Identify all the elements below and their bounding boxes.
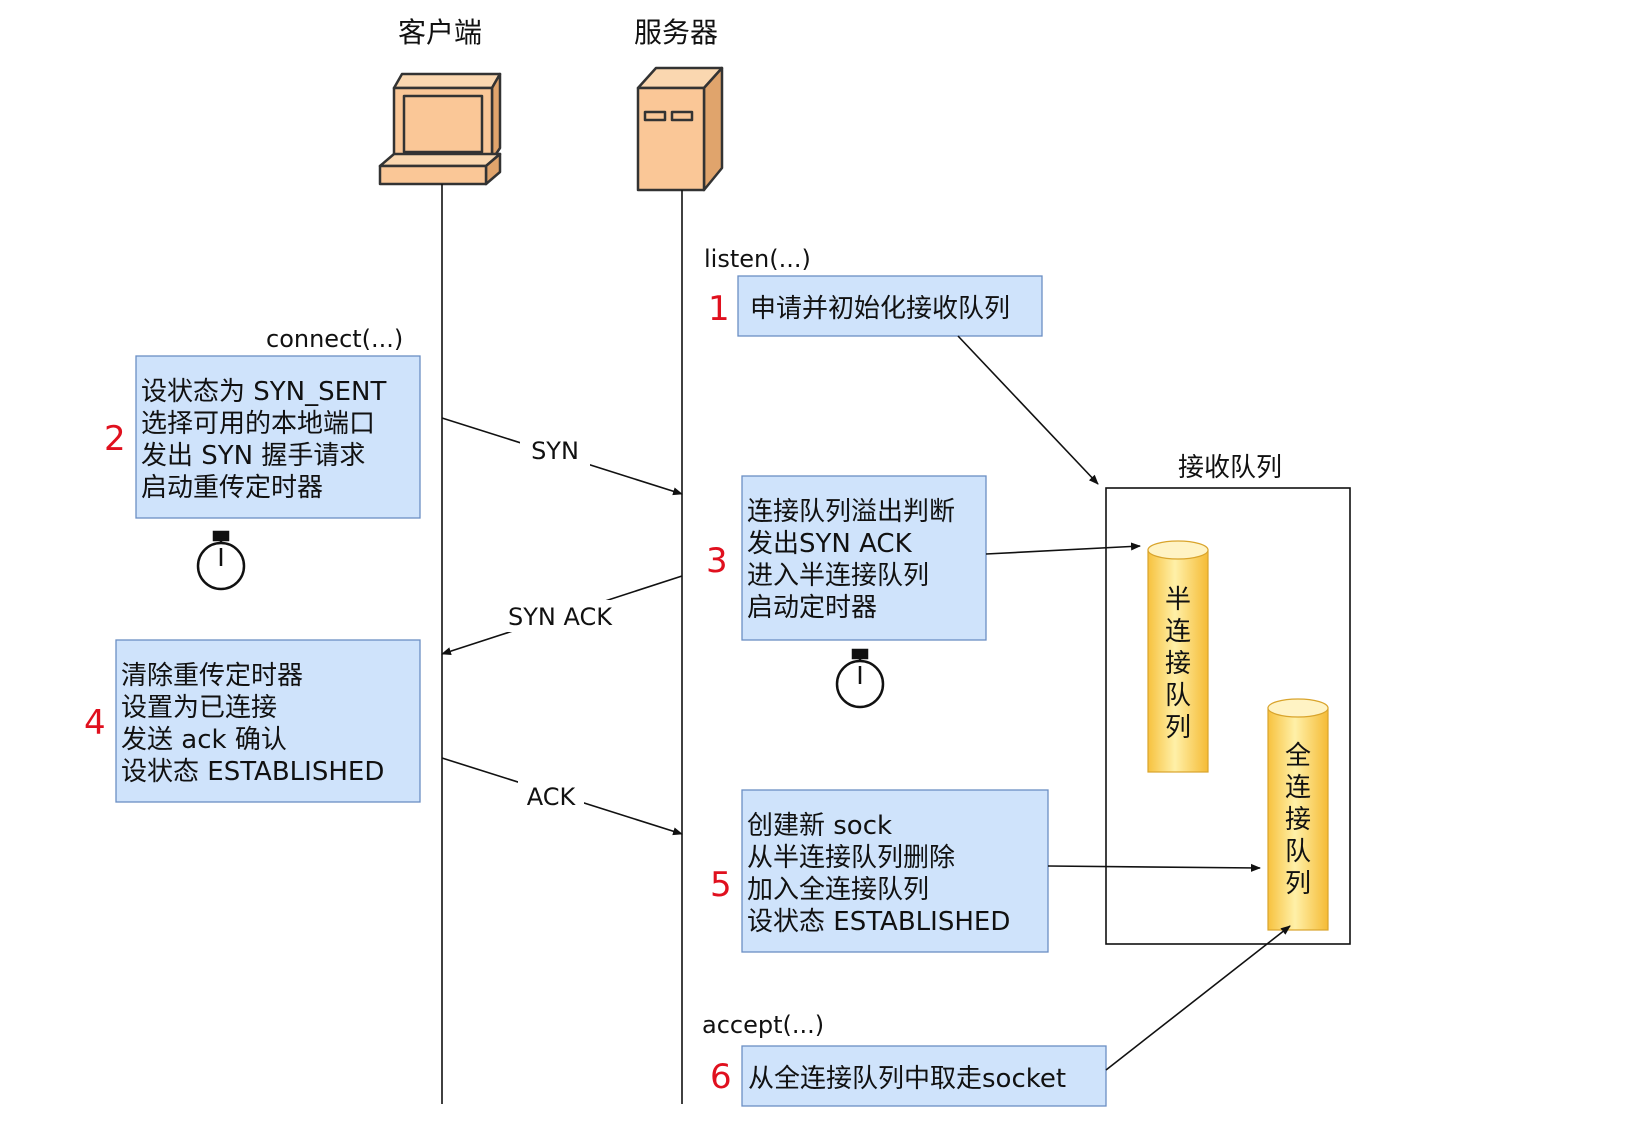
queue-container — [1105, 487, 1351, 945]
step-2-box — [135, 355, 421, 519]
step-6-box — [741, 1045, 1107, 1107]
step-2-line-2: 选择可用的本地端口 — [141, 409, 375, 439]
step-2-line-4: 启动重传定时器 — [141, 473, 323, 503]
step-3-box — [741, 475, 987, 641]
syn-ack-label: SYN ACK — [508, 603, 613, 631]
step-1-number: 1 — [708, 289, 730, 329]
step-4-box — [115, 639, 421, 803]
step-5-number: 5 — [710, 865, 732, 905]
step-5-line-3: 加入全连接队列 — [747, 875, 929, 905]
ack-label-bg — [518, 780, 584, 812]
step-5-line-2: 从半连接队列删除 — [747, 843, 955, 873]
half-queue-cylinder — [1147, 540, 1209, 773]
step-1-line-1: 申请并初始化接收队列 — [750, 294, 1010, 324]
step-6-number: 6 — [710, 1057, 732, 1097]
server-label: 服务器 — [634, 16, 718, 49]
full-queue-char-3: 接 — [1285, 805, 1311, 835]
full-queue-char-4: 队 — [1285, 837, 1311, 867]
full-queue-char-1: 全 — [1285, 741, 1311, 771]
accept-from-full-queue-arrow — [1105, 925, 1291, 1071]
client-label: 客户端 — [398, 16, 482, 49]
step-4-line-2: 设置为已连接 — [121, 693, 277, 723]
to-full-queue-arrow — [1047, 863, 1261, 872]
server-icon — [636, 66, 724, 192]
init-queue-arrow — [957, 335, 1099, 485]
syn-label-bg — [520, 434, 590, 466]
half-queue-char-5: 列 — [1165, 713, 1191, 743]
ack-label: ACK — [527, 783, 577, 811]
step-3-line-2: 发出SYN ACK — [747, 529, 913, 559]
step-2-line-1: 设状态为 SYN_SENT — [141, 377, 386, 407]
step-4-line-4: 设状态 ESTABLISHED — [121, 757, 384, 787]
syn-ack-label-bg — [496, 600, 624, 632]
half-queue-char-4: 队 — [1165, 681, 1191, 711]
step-2-number: 2 — [104, 419, 126, 459]
step-3-line-1: 连接队列溢出判断 — [747, 497, 955, 527]
step-5-line-1: 创建新 sock — [747, 811, 892, 841]
accept-call: accept(...) — [702, 1011, 824, 1039]
stopwatch-icon — [196, 530, 246, 591]
step-5-box — [741, 789, 1049, 953]
syn-label: SYN — [531, 437, 579, 465]
step-3-line-4: 启动定时器 — [747, 593, 877, 623]
half-queue-char-2: 连 — [1165, 617, 1191, 647]
step-3-line-3: 进入半连接队列 — [747, 561, 929, 591]
full-queue-cylinder — [1267, 698, 1329, 931]
step-2-line-3: 发出 SYN 握手请求 — [141, 441, 365, 471]
connect-call: connect(...) — [266, 325, 403, 353]
to-half-queue-arrow — [985, 542, 1141, 555]
step-6-line-1: 从全连接队列中取走socket — [748, 1064, 1066, 1094]
full-queue-char-5: 列 — [1285, 869, 1311, 899]
full-queue-char-2: 连 — [1285, 773, 1311, 803]
queue-title: 接收队列 — [1178, 453, 1282, 483]
step-5-line-4: 设状态 ESTABLISHED — [747, 907, 1010, 937]
listen-call: listen(...) — [704, 245, 811, 273]
stopwatch-icon — [835, 648, 885, 709]
step-1-box — [737, 275, 1043, 337]
computer-icon — [378, 72, 502, 186]
step-4-line-3: 发送 ack 确认 — [121, 725, 287, 755]
step-4-number: 4 — [84, 703, 106, 743]
half-queue-char-1: 半 — [1165, 585, 1191, 615]
half-queue-char-3: 接 — [1165, 649, 1191, 679]
step-3-number: 3 — [706, 541, 728, 581]
step-4-line-1: 清除重传定时器 — [121, 661, 303, 691]
